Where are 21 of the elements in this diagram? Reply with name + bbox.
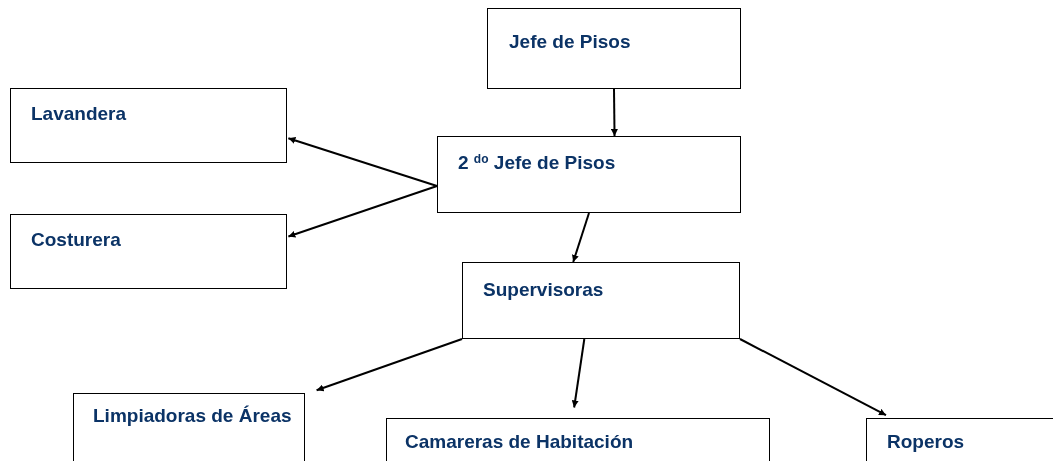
role-box xyxy=(487,8,741,89)
role-title: Jefe de Pisos xyxy=(509,31,631,53)
role-title: Camareras de Habitación xyxy=(405,431,634,453)
role-box xyxy=(73,393,305,461)
arrow xyxy=(287,185,438,238)
role-title: 2 $^{do}$ Jefe de Pisos xyxy=(458,152,616,174)
role-box xyxy=(437,136,741,213)
arrow xyxy=(610,88,618,137)
arrow xyxy=(572,212,590,263)
role-title: Roperos xyxy=(887,431,965,453)
role-title: Lavandera xyxy=(31,103,127,125)
arrow xyxy=(287,137,438,188)
arrow xyxy=(571,338,586,409)
role-box xyxy=(10,88,287,163)
role-box xyxy=(462,262,740,339)
role-title: Limpiadoras de Áreas xyxy=(93,405,293,427)
role-title: Costurera xyxy=(31,229,121,251)
role-title: Supervisoras xyxy=(483,279,604,301)
role-box xyxy=(10,214,287,289)
arrow xyxy=(315,338,463,392)
arrow xyxy=(739,338,887,417)
